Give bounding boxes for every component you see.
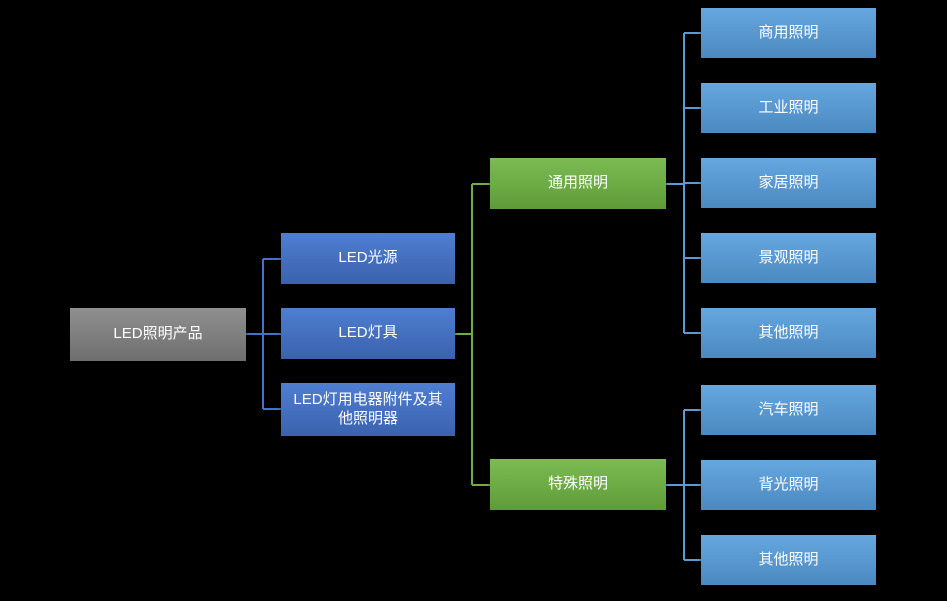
node-label: 特殊照明: [547, 475, 608, 493]
node-led-products: LED照明产品: [70, 308, 246, 361]
node-label: 商用照明: [758, 23, 819, 41]
connector-led-fixtures-to-level3: [455, 183, 490, 486]
node-label: LED照明产品: [113, 325, 203, 343]
connector-root-to-level2: [246, 258, 281, 410]
node-label: 家居照明: [758, 173, 819, 191]
node-label: 通用照明: [547, 174, 608, 192]
node-backlight-lighting: 背光照明: [701, 460, 876, 510]
node-other-general-lighting: 其他照明: [701, 308, 876, 358]
node-label: 汽车照明: [758, 400, 819, 418]
node-automotive-lighting: 汽车照明: [701, 385, 876, 435]
node-label: 背光照明: [758, 475, 819, 493]
node-label: LED灯具: [338, 324, 398, 342]
connector-special-to-children: [666, 409, 701, 561]
node-general-lighting: 通用照明: [490, 158, 666, 209]
node-led-light-source: LED光源: [281, 233, 455, 284]
node-home-lighting: 家居照明: [701, 158, 876, 208]
node-label: 其他照明: [758, 323, 819, 341]
node-label: LED灯用电器附件及其他照明器: [293, 390, 443, 427]
node-special-lighting: 特殊照明: [490, 459, 666, 510]
node-landscape-lighting: 景观照明: [701, 233, 876, 283]
node-label: 工业照明: [758, 98, 819, 116]
node-led-fixtures: LED灯具: [281, 308, 455, 359]
node-commercial-lighting: 商用照明: [701, 8, 876, 58]
node-label: 其他照明: [758, 550, 819, 568]
node-other-special-lighting: 其他照明: [701, 535, 876, 585]
connector-general-to-children: [666, 32, 701, 334]
node-led-accessories: LED灯用电器附件及其他照明器: [281, 383, 455, 436]
node-label: 景观照明: [758, 248, 819, 266]
node-industrial-lighting: 工业照明: [701, 83, 876, 133]
node-label: LED光源: [338, 249, 398, 267]
